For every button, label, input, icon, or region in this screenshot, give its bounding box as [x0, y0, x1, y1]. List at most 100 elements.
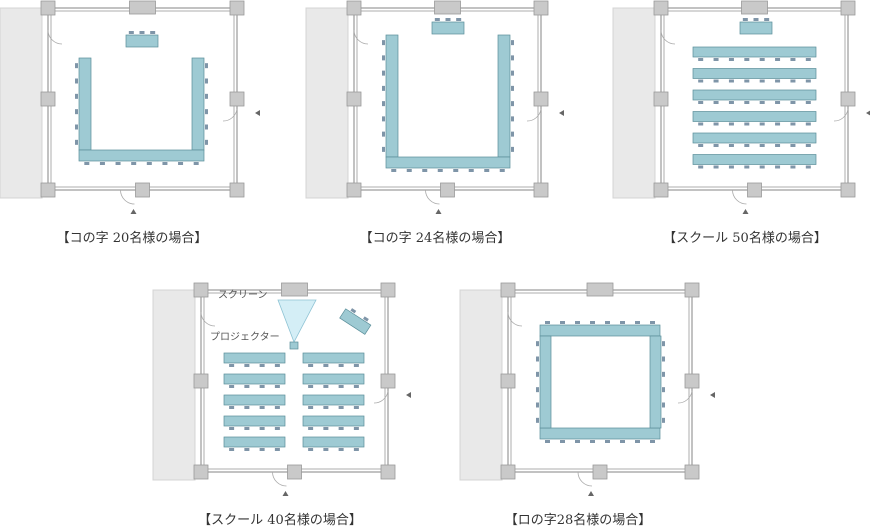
- pillar: [653, 182, 669, 198]
- chair: [193, 162, 199, 165]
- chair: [244, 427, 250, 430]
- chair: [259, 448, 265, 451]
- pillar: [135, 182, 150, 198]
- chair: [713, 101, 719, 104]
- chair: [382, 101, 385, 107]
- chair: [382, 131, 385, 137]
- chair: [511, 131, 514, 137]
- projector: [289, 341, 299, 350]
- chair: [560, 440, 565, 443]
- table: [191, 57, 205, 151]
- chair: [229, 385, 235, 388]
- chair: [511, 116, 514, 122]
- chair: [84, 162, 90, 165]
- chair: [790, 79, 796, 83]
- chair: [545, 321, 550, 324]
- entrance-marker-icon: [255, 110, 260, 116]
- screen-projection: [277, 299, 317, 343]
- chair: [353, 427, 359, 430]
- entrance-marker-icon: [559, 110, 564, 116]
- corridor: [459, 289, 503, 481]
- pillar: [500, 282, 516, 298]
- corridor: [0, 7, 43, 199]
- table: [223, 415, 286, 427]
- chair: [805, 101, 811, 104]
- pillar: [533, 0, 549, 16]
- chair: [728, 165, 734, 169]
- plan-hollow-square-28: [459, 282, 715, 496]
- chair: [468, 169, 474, 172]
- chair: [744, 165, 750, 169]
- door-arc: [222, 108, 238, 122]
- table: [539, 427, 661, 440]
- chair: [437, 169, 443, 172]
- pillar: [586, 282, 614, 297]
- chair: [259, 364, 265, 367]
- chair: [75, 78, 78, 84]
- table: [692, 68, 817, 79]
- door-arc: [577, 471, 593, 487]
- door-arc: [425, 189, 440, 205]
- table: [223, 373, 286, 385]
- pillar: [193, 373, 209, 389]
- door-arc: [200, 311, 216, 327]
- pillar: [193, 464, 209, 480]
- pillar: [684, 373, 700, 389]
- door-arc: [353, 29, 369, 45]
- chair: [338, 385, 344, 388]
- pillar: [346, 0, 362, 16]
- chair: [713, 58, 719, 61]
- chair: [274, 406, 280, 409]
- chair: [698, 101, 704, 104]
- chair: [178, 162, 184, 165]
- door-arc: [833, 108, 849, 122]
- chair: [75, 139, 78, 145]
- chair: [484, 169, 490, 172]
- chair: [759, 165, 765, 169]
- chair: [536, 341, 539, 347]
- door-arc: [373, 390, 389, 404]
- chair: [308, 364, 314, 367]
- chair: [382, 40, 385, 46]
- table: [649, 335, 662, 429]
- chair: [728, 144, 734, 147]
- chair: [698, 58, 704, 61]
- chair: [244, 448, 250, 451]
- table: [78, 57, 92, 151]
- chair: [575, 321, 580, 324]
- chair: [338, 406, 344, 409]
- chair: [753, 18, 759, 21]
- chair: [323, 427, 329, 430]
- chair: [115, 162, 121, 165]
- table: [739, 21, 773, 35]
- door-arc: [120, 189, 135, 205]
- pillar: [380, 373, 396, 389]
- chair: [511, 85, 514, 91]
- chair: [775, 58, 781, 61]
- chair: [244, 406, 250, 409]
- chair: [308, 427, 314, 430]
- table: [692, 154, 817, 165]
- entrance-marker-icon: [742, 209, 749, 214]
- pillar: [380, 464, 396, 480]
- chair: [790, 165, 796, 169]
- chair: [445, 18, 451, 21]
- chair: [713, 79, 719, 83]
- chair: [382, 116, 385, 122]
- chair: [75, 109, 78, 115]
- chair: [75, 63, 78, 69]
- door-arc: [660, 29, 676, 45]
- chair: [790, 122, 796, 126]
- chair: [353, 385, 359, 388]
- table: [692, 132, 817, 144]
- chair: [75, 124, 78, 130]
- projector-label: プロジェクター: [210, 331, 280, 343]
- table: [302, 352, 365, 364]
- entrance-marker-icon: [710, 392, 715, 398]
- chair: [511, 55, 514, 61]
- chair: [308, 385, 314, 388]
- table: [302, 373, 365, 385]
- chair: [453, 169, 459, 172]
- chair: [775, 79, 781, 83]
- table: [539, 324, 661, 337]
